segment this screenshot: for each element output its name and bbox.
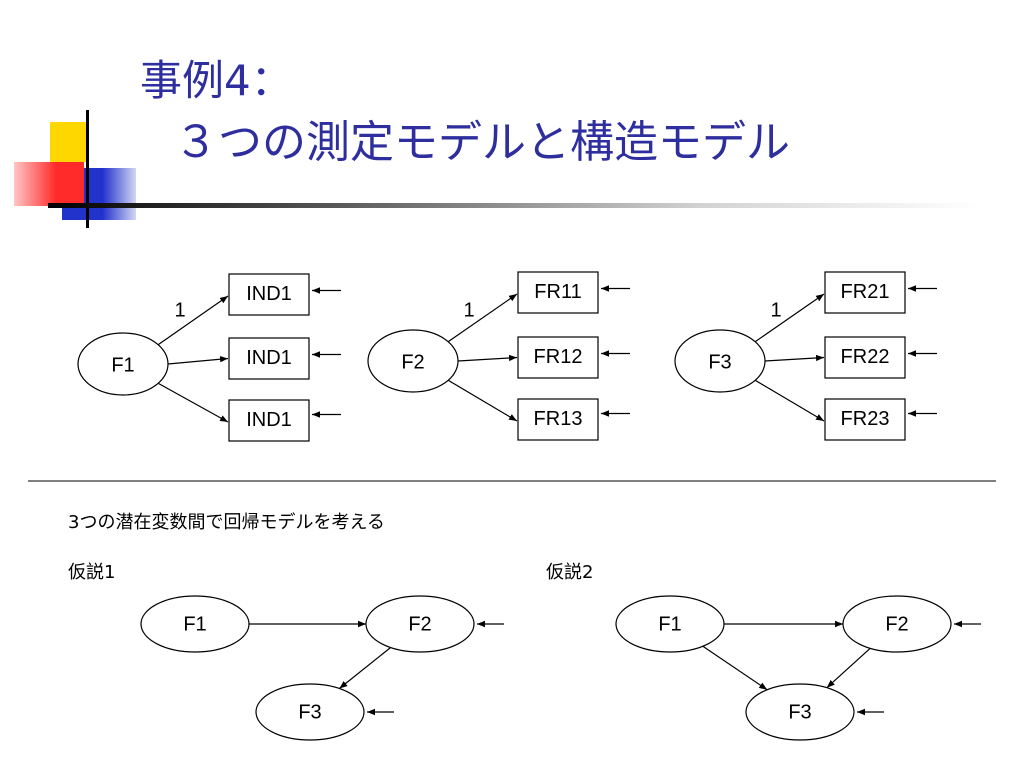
fixed-loading-label: 1 [770, 299, 781, 321]
loading-arrow [764, 354, 825, 362]
latent-variable-label: F1 [658, 613, 681, 635]
indicator-box [517, 336, 599, 379]
indicator-box [517, 398, 599, 441]
loading-arrow [157, 382, 229, 423]
loading-arrow [754, 293, 825, 343]
description-text: 3つの潜在変数間で回帰モデルを考える [68, 512, 385, 533]
indicator-label: IND1 [246, 283, 292, 305]
indicator-label: FR13 [534, 408, 583, 430]
loading-arrow [457, 354, 518, 362]
regression-arrow [702, 645, 768, 691]
title-underline [48, 203, 978, 208]
loading-arrow [754, 379, 825, 422]
latent-variable-label: F1 [183, 613, 206, 635]
regression-arrow [338, 647, 392, 689]
latent-variable-ellipse [745, 683, 855, 741]
indicator-label: IND1 [246, 347, 292, 369]
latent-variable-ellipse [842, 595, 952, 653]
indicator-box [228, 273, 310, 316]
vertical-rule [86, 110, 89, 228]
yellow-square [50, 122, 86, 162]
latent-variable-ellipse [615, 595, 725, 653]
loading-arrow [447, 379, 518, 422]
latent-variable-ellipse [140, 595, 250, 653]
factor-label: F2 [401, 351, 424, 373]
loading-arrow [167, 356, 229, 365]
factor-label: F1 [111, 354, 134, 376]
indicator-box [517, 271, 599, 314]
indicator-label: FR12 [534, 346, 583, 368]
loading-arrow [447, 293, 518, 343]
red-square [14, 162, 84, 206]
indicator-box [824, 398, 906, 441]
fixed-loading-label: 1 [463, 299, 474, 321]
title-line-2: ３つの測定モデルと構造モデル [174, 117, 790, 168]
latent-variable-label: F3 [788, 701, 811, 723]
latent-variable-label: F3 [298, 701, 321, 723]
indicator-label: IND1 [246, 409, 292, 431]
title-line-1: 事例4： [140, 56, 293, 105]
indicator-label: FR22 [841, 346, 890, 368]
hypothesis-1-label: 仮説1 [68, 562, 116, 583]
factor-label: F3 [708, 351, 731, 373]
hypothesis-2-label: 仮説2 [546, 562, 594, 583]
fixed-loading-label: 1 [174, 299, 185, 321]
indicator-label: FR11 [534, 281, 581, 303]
measurement-models: F11IND1IND1IND1F21FR11FR12FR13F31FR21FR2… [77, 271, 937, 442]
title-decoration [0, 110, 140, 230]
regression-arrow [826, 647, 871, 689]
indicator-label: FR21 [841, 281, 890, 303]
latent-variable-label: F2 [885, 613, 908, 635]
indicator-box [824, 336, 906, 379]
indicator-box [228, 399, 310, 442]
indicator-label: FR23 [841, 408, 890, 430]
latent-variable-ellipse [365, 595, 475, 653]
latent-variable-ellipse [255, 683, 365, 741]
loading-arrow [157, 295, 229, 346]
latent-variable-label: F2 [408, 613, 431, 635]
slide-title: 事例4： ３つの測定モデルと構造モデル [140, 50, 790, 174]
indicator-box [228, 337, 310, 380]
indicator-box [824, 271, 906, 314]
